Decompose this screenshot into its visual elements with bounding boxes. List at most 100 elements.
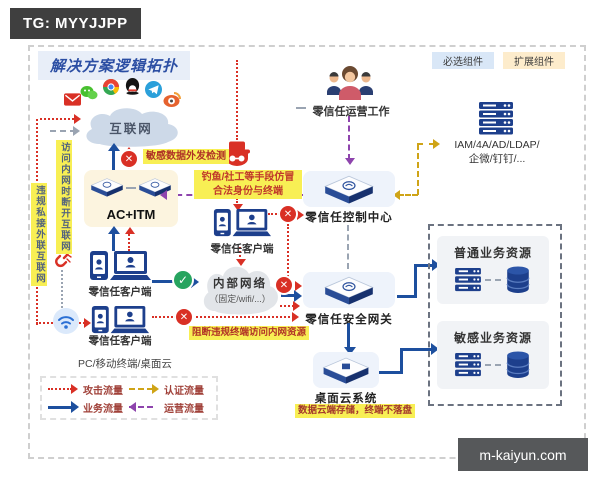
block-cross-client-bottom: ✕ (176, 309, 192, 325)
operation-arrow-ac (160, 190, 167, 200)
ac-itm-label: AC+ITM (106, 207, 156, 222)
attack-arrow-internet (74, 114, 81, 124)
note-desktop-data: 数据云端存储，终端不落盘 (295, 404, 416, 419)
note-phishing-line1: 钓鱼/社工等手段仿冒 (201, 172, 295, 183)
business-line-ac-internet (112, 147, 115, 170)
attack-line-to-internet (40, 118, 78, 120)
server-db-link (485, 363, 501, 366)
business-line-client-ac (112, 229, 115, 251)
business-elbow-2b (400, 349, 403, 373)
client-top-devices-icon (213, 208, 271, 237)
attack-arrow-intranet (236, 259, 246, 266)
attack-line-client-cross (268, 213, 280, 215)
note-private-connection: 违规私接外联互联网 (31, 183, 47, 286)
database-icon (506, 351, 530, 378)
gateway-box (303, 272, 395, 308)
business-arrow-sensitive-resources (431, 343, 439, 355)
attack-arrow-control (297, 210, 304, 220)
auth-arrow-control (393, 190, 400, 200)
diagram-title: 解决方案逻辑拓扑 (38, 51, 191, 80)
attack-arrow-gateway-top (295, 281, 302, 291)
iam-server-icon (479, 102, 513, 135)
auth-arrow-iam (433, 139, 440, 149)
auth-line-iam-v (417, 144, 419, 195)
business-line-sample (48, 401, 79, 413)
cloud-shape (86, 108, 178, 147)
block-cross-outbound: ✕ (121, 151, 137, 167)
control-center-appliance-icon (324, 175, 374, 204)
desktop-cloud-appliance-icon (322, 357, 370, 384)
control-gateway-link (347, 225, 349, 269)
note-outbound-detect: 敏感数据外发检测 (143, 149, 229, 164)
control-center-box (303, 171, 395, 207)
iam-label-line1: IAM/4A/AD/LDAP/ (454, 139, 540, 151)
business-elbow-2a (379, 371, 403, 374)
attack-line-gateway-low (280, 305, 294, 307)
note-phishing: 钓鱼/社工等手段仿冒 合法身份与终端 (194, 170, 302, 199)
attack-arrow-up-blocked (124, 147, 134, 154)
ac-appliance-icon (90, 178, 124, 197)
intranet-cloud-shape (203, 266, 278, 315)
violation-line-chain-wifi (61, 270, 63, 308)
business-arrow-intranet (191, 276, 199, 288)
violation-line-to-internet (50, 130, 76, 132)
extended-components-badge: 扩展组件 (503, 52, 565, 69)
block-cross-gateway: ✕ (276, 277, 292, 293)
browser-icon (103, 79, 119, 95)
wifi-icon (53, 308, 79, 334)
database-icon (506, 266, 530, 293)
intranet-cloud: 内部网络 （固定/wifi/...） (197, 264, 283, 316)
watermark: m-kaiyun.com (458, 438, 588, 471)
business-arrow-ac (108, 226, 120, 234)
attack-line-client-bottom (152, 316, 176, 318)
gateway-label: 零信任安全网关 (305, 314, 393, 326)
attack-arrow-gateway-low (293, 301, 300, 311)
operation-line-ops-control (348, 116, 350, 160)
attack-arrow-wifi-client (84, 318, 91, 328)
note-phishing-line2: 合法身份与终端 (213, 185, 283, 197)
telegram-icon (145, 81, 162, 98)
business-elbow-1c (414, 264, 434, 267)
ac-itm-link (126, 187, 136, 189)
gateway-appliance-icon (324, 276, 374, 305)
normal-resources-card: 普通业务资源 (437, 236, 549, 304)
iam-label: IAM/4A/AD/LDAP/ 企微/钉钉/... (443, 139, 551, 166)
iam-label-line2: 企微/钉钉/... (468, 152, 526, 165)
auth-line-iam-h (417, 143, 435, 145)
legend-business-label: 业务流量 (83, 403, 123, 415)
ac-itm-box: AC+ITM (84, 170, 178, 227)
attack-line-to-client (236, 198, 238, 206)
attack-line-top (236, 60, 238, 140)
legend-attack-label: 攻击流量 (83, 385, 123, 397)
attack-line-ac-top (128, 167, 130, 172)
terminal-types-label: PC/移动终端/桌面云 (78, 358, 172, 370)
auth-line-sample (129, 384, 159, 394)
auth-line-control-h (398, 194, 418, 196)
resources-panel (428, 224, 562, 406)
attack-line-sample (48, 384, 78, 394)
tg-badge: TG: MYYJJPP (10, 8, 141, 39)
operation-line-sample (129, 402, 159, 412)
attack-arrow-blocked (292, 312, 299, 322)
sensitive-resources-card: 敏感业务资源 (437, 321, 549, 389)
attack-arrow-ac (125, 227, 135, 234)
wechat-icon (80, 86, 98, 100)
desktop-cloud-label: 桌面云系统 (314, 393, 378, 405)
operation-arrow-control (345, 158, 355, 165)
legend-auth-label: 认证流量 (164, 385, 204, 397)
attack-line-cross-gateway (287, 224, 289, 277)
itm-appliance-icon (138, 178, 172, 197)
business-line-gateway (281, 294, 296, 297)
business-arrow-internet (108, 143, 120, 151)
business-arrow-normal-resources (432, 259, 440, 271)
business-elbow-2c (400, 348, 433, 351)
required-components-badge: 必选组件 (432, 52, 494, 69)
business-line-client-intranet (152, 280, 194, 283)
normal-resources-label: 普通业务资源 (453, 246, 532, 260)
business-arrow-gateway (294, 290, 302, 302)
business-line-gateway-desktop (347, 323, 350, 349)
intranet-label: 内部网络 (213, 278, 267, 290)
server-db-link (485, 278, 501, 281)
note-disconnect-internet: 访问内网时断开互联网 (56, 140, 72, 254)
